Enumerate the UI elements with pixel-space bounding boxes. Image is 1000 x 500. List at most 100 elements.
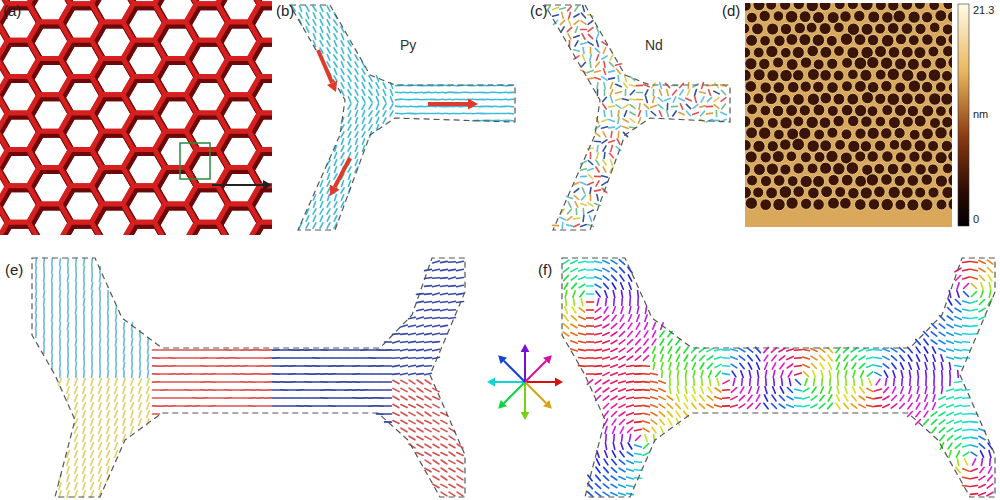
moment-dash <box>417 317 424 319</box>
moment-dash <box>611 357 617 360</box>
moment-dash <box>963 318 970 319</box>
moment-dash <box>123 363 124 370</box>
moment-dash <box>494 91 500 93</box>
moment-dash <box>327 20 330 25</box>
moment-dash <box>376 83 379 88</box>
moment-dash <box>596 83 598 89</box>
moment-dash <box>385 413 392 415</box>
moment-dash <box>646 97 648 103</box>
moment-dash <box>572 307 576 313</box>
moment-dash <box>320 216 322 221</box>
moment-dash <box>417 92 423 94</box>
moment-dash <box>441 293 448 294</box>
moment-dash <box>115 451 118 458</box>
moment-dash <box>560 8 566 10</box>
moment-dash <box>659 111 661 116</box>
moment-dash <box>91 283 92 290</box>
moment-dash <box>673 111 676 116</box>
moment-dash <box>334 202 337 207</box>
afm-pore <box>894 175 905 186</box>
moment-dash <box>619 356 625 359</box>
afm-pore <box>942 70 953 81</box>
afm-pore <box>921 58 932 69</box>
moment-dash <box>972 292 977 297</box>
afm-pore <box>813 12 825 24</box>
moment-dash <box>587 365 594 367</box>
afm-pore <box>901 187 913 199</box>
moment-dash <box>707 97 711 101</box>
moment-dash <box>947 316 953 320</box>
moment-dash <box>979 317 985 320</box>
afm-pore <box>895 82 906 93</box>
moment-dash <box>161 349 168 351</box>
afm-pore <box>895 58 907 70</box>
moment-dash <box>765 363 768 369</box>
moment-dash <box>313 389 320 391</box>
afm-pore <box>868 11 880 23</box>
moment-dash <box>588 174 592 178</box>
moment-dash <box>409 380 415 384</box>
moment-dash <box>932 324 937 329</box>
afm-pore <box>907 175 919 187</box>
moment-dash <box>587 341 594 343</box>
moment-dash <box>249 397 256 399</box>
afm-pore <box>921 174 932 185</box>
moment-dash <box>60 331 61 338</box>
moment-dash <box>933 355 935 362</box>
afm-pore <box>828 175 839 186</box>
moment-dash <box>334 55 337 60</box>
moment-dash <box>595 140 601 142</box>
moment-dash <box>334 69 336 75</box>
moment-dash <box>91 315 93 322</box>
moment-dash <box>115 403 118 409</box>
moment-dash <box>140 339 141 346</box>
moment-dash <box>590 55 592 61</box>
afm-pore <box>935 127 947 139</box>
moment-dash <box>611 268 616 272</box>
moment-dash <box>679 98 684 101</box>
moment-dash <box>83 459 86 466</box>
moment-dash <box>588 182 594 184</box>
moment-dash <box>209 365 216 367</box>
afm-pore <box>860 187 872 199</box>
moment-dash <box>409 333 416 334</box>
moment-dash <box>611 340 617 343</box>
moment-dash <box>629 283 631 290</box>
moment-dash <box>99 363 101 370</box>
moment-dash <box>99 403 101 410</box>
moment-dash <box>595 308 600 312</box>
moment-dash <box>567 225 573 226</box>
moment-dash <box>617 76 619 82</box>
afm-pore <box>759 127 771 139</box>
moment-dash <box>369 90 372 95</box>
moment-dash <box>320 20 323 25</box>
moment-dash <box>588 28 593 32</box>
moment-dash <box>619 348 625 352</box>
moment-dash <box>568 20 570 26</box>
moment-dash <box>83 467 86 473</box>
moment-dash <box>571 333 577 336</box>
afm-pore <box>848 140 860 152</box>
moment-dash <box>148 347 149 354</box>
moment-dash <box>587 285 594 287</box>
moment-dash <box>341 41 344 46</box>
moment-dash <box>417 301 424 302</box>
afm-pore <box>861 3 874 11</box>
moment-dash <box>83 363 85 370</box>
moment-dash <box>327 223 330 228</box>
moment-dash <box>597 90 599 96</box>
moment-dash <box>281 349 288 351</box>
moment-dash <box>115 379 117 386</box>
moment-dash <box>611 260 617 264</box>
moment-dash <box>67 379 69 386</box>
moment-dash <box>51 267 53 274</box>
moment-dash <box>630 291 631 298</box>
moment-dash <box>457 453 463 456</box>
moment-dash <box>376 118 378 124</box>
moment-dash <box>217 389 224 391</box>
moment-dash <box>660 339 664 345</box>
moment-dash <box>613 307 616 313</box>
afm-pore <box>935 152 947 164</box>
moment-dash <box>83 419 86 425</box>
afm-pore <box>746 127 758 139</box>
